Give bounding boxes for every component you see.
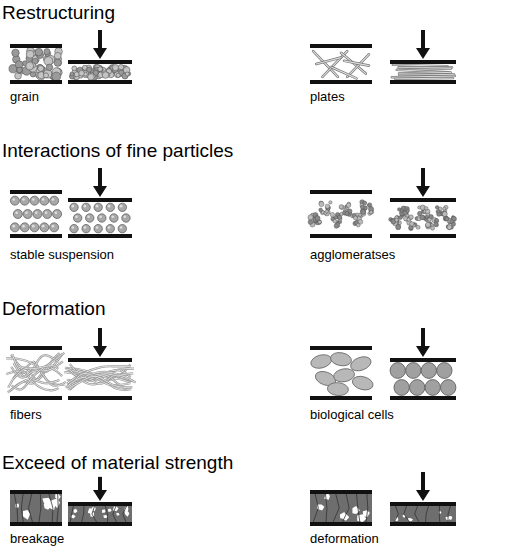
press-plate	[310, 490, 372, 494]
panel-caption: stable suspension	[10, 248, 114, 263]
press-plate	[310, 396, 372, 400]
before-panel	[6, 346, 66, 400]
section-heading: Exceed of material strength	[2, 452, 233, 474]
press-plate	[310, 80, 372, 84]
force-arrow	[421, 168, 425, 188]
press-plate	[10, 190, 62, 194]
after-panel	[390, 328, 456, 400]
force-arrow	[421, 328, 425, 348]
press-plate	[390, 60, 456, 64]
press-plate	[10, 80, 62, 84]
press-plate	[390, 198, 456, 202]
force-arrow	[98, 30, 102, 50]
before-panel	[310, 44, 372, 84]
arrow-head	[416, 346, 430, 357]
press-plate	[68, 80, 132, 84]
after-panel	[68, 168, 132, 238]
section-heading: Deformation	[2, 298, 106, 320]
press-plate	[390, 80, 456, 84]
before-panel	[310, 490, 372, 526]
press-plate	[10, 234, 62, 238]
force-arrow	[98, 477, 102, 492]
press-plate	[68, 198, 132, 202]
press-plate	[310, 44, 372, 48]
press-plate	[310, 234, 372, 238]
force-arrow	[421, 472, 425, 492]
panel-caption: agglomeratses	[310, 248, 395, 263]
after-panel	[389, 168, 457, 238]
press-plate	[390, 522, 456, 526]
press-plate	[68, 522, 132, 526]
after-panel	[390, 30, 456, 84]
after-panel	[64, 328, 136, 400]
press-plate	[10, 522, 62, 526]
arrow-head	[93, 490, 107, 501]
before-panel	[10, 190, 62, 238]
press-plate	[68, 358, 132, 362]
press-plate	[390, 502, 456, 506]
press-plate	[310, 522, 372, 526]
press-plate	[310, 190, 372, 194]
arrow-head	[93, 48, 107, 59]
panel-caption: biological cells	[310, 408, 394, 423]
panel-caption: fibers	[10, 408, 42, 423]
arrow-head	[93, 346, 107, 357]
force-arrow	[98, 168, 102, 188]
press-plate	[10, 44, 62, 48]
before-panel	[309, 346, 374, 400]
press-plate	[68, 60, 132, 64]
panel-caption: grain	[10, 90, 39, 105]
after-panel	[68, 30, 132, 84]
panel-caption: deformation	[310, 532, 379, 547]
section-heading: Restructuring	[2, 2, 115, 24]
arrow-head	[93, 186, 107, 197]
arrow-head	[416, 48, 430, 59]
section-heading: Interactions of fine particles	[2, 140, 233, 162]
press-plate	[68, 234, 132, 238]
press-plate	[10, 396, 62, 400]
before-panel	[308, 190, 374, 238]
press-plate	[68, 396, 132, 400]
panel-caption: plates	[310, 90, 345, 105]
after-panel	[390, 472, 456, 526]
press-plate	[390, 396, 456, 400]
before-panel	[9, 44, 62, 84]
before-panel	[10, 490, 62, 526]
press-plate	[390, 358, 456, 362]
press-plate	[68, 502, 132, 506]
after-panel	[68, 477, 132, 526]
force-arrow	[98, 328, 102, 348]
press-plate	[310, 346, 372, 350]
arrow-head	[416, 490, 430, 501]
arrow-head	[416, 186, 430, 197]
press-plate	[10, 490, 62, 494]
press-plate	[10, 346, 62, 350]
force-arrow	[421, 30, 425, 50]
press-plate	[390, 234, 456, 238]
panel-caption: breakage	[10, 532, 64, 547]
